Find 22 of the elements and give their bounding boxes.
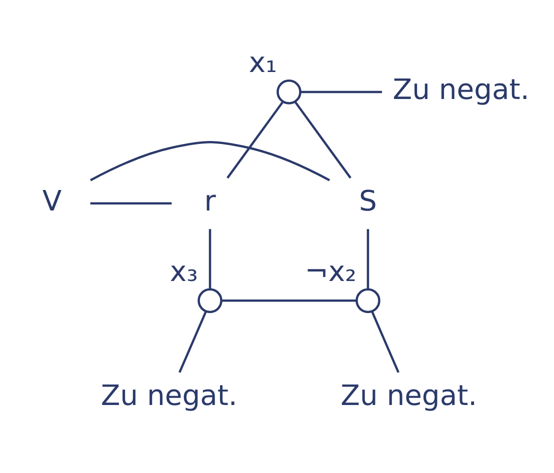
node-label: x₁ [248, 46, 277, 80]
connector [90, 141, 330, 182]
node-circle [276, 80, 302, 104]
connector [300, 90, 382, 94]
node-text: r [204, 184, 216, 218]
connector [226, 101, 284, 179]
connector [294, 101, 352, 179]
node-text: Zu negat. [392, 73, 530, 106]
node-circle [356, 288, 380, 314]
connector [366, 229, 370, 290]
connector [90, 202, 172, 204]
connector [178, 311, 207, 373]
node-text: Zu negat. [100, 379, 238, 412]
node-text: S [359, 184, 377, 218]
connector [208, 229, 212, 290]
node-text: V [42, 184, 62, 218]
node-circle [198, 288, 222, 314]
node-label: ¬x₂ [304, 254, 356, 288]
connector [371, 311, 400, 373]
node-label: x₃ [170, 254, 198, 288]
node-text: Zu negat. [340, 379, 478, 412]
connector [222, 300, 357, 302]
